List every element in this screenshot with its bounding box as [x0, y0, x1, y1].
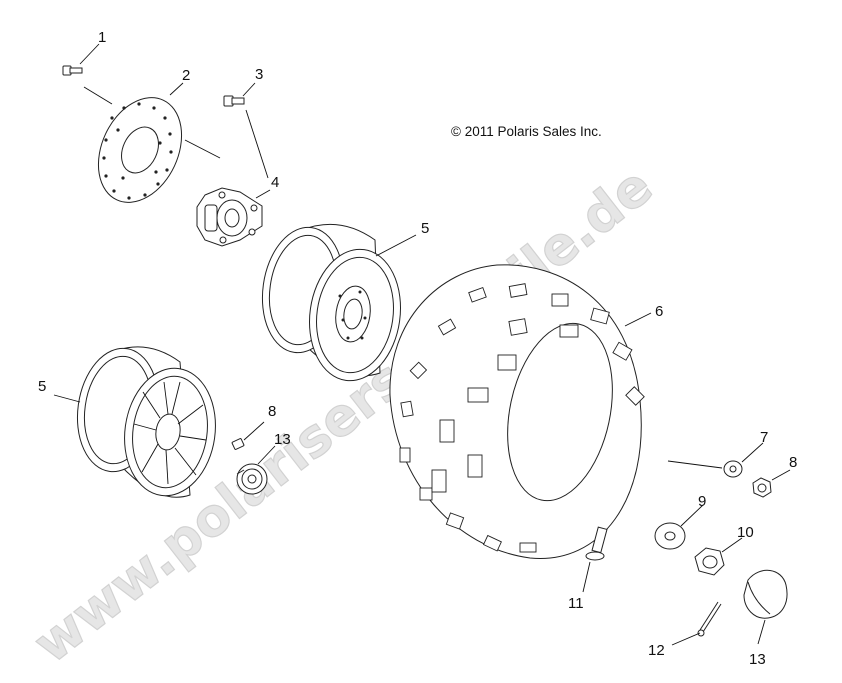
callout-11: 11: [568, 595, 584, 612]
callout-3: 3: [255, 66, 263, 83]
callout-5-lower: 5: [38, 378, 46, 395]
callout-13-right: 13: [749, 651, 766, 668]
bolt-part: [62, 65, 83, 76]
callout-8-left: 8: [268, 403, 276, 420]
small-stud-part: [231, 438, 245, 450]
center-cap-part-left: [236, 463, 268, 495]
callout-9: 9: [698, 493, 706, 510]
washer-large-part: [654, 522, 686, 550]
callout-13-left: 13: [274, 431, 291, 448]
axle-nut-part: [694, 547, 725, 576]
callout-8-right: 8: [789, 454, 797, 471]
axle-bolt-part: [585, 526, 608, 561]
stud-part: [223, 95, 245, 107]
callout-1: 1: [98, 29, 106, 46]
callout-6: 6: [655, 303, 663, 320]
tire-part: [389, 264, 645, 559]
callout-10: 10: [737, 524, 754, 541]
washer-small-part: [723, 460, 743, 478]
cast-wheel-part: [76, 346, 216, 498]
steel-wheel-part: [261, 223, 401, 382]
callout-2: 2: [182, 67, 190, 84]
callout-7: 7: [760, 429, 768, 446]
callout-12: 12: [648, 642, 665, 659]
callout-4: 4: [271, 174, 279, 191]
cotter-pin-part: [697, 601, 722, 637]
copyright-notice: © 2011 Polaris Sales Inc.: [451, 124, 602, 139]
lug-nut-part: [752, 477, 772, 498]
callout-5-upper: 5: [421, 220, 429, 237]
hub-part: [196, 187, 263, 247]
leader-lines: [53, 43, 791, 646]
brake-disc-part: [97, 97, 183, 203]
hub-cap-part-right: [743, 570, 788, 619]
